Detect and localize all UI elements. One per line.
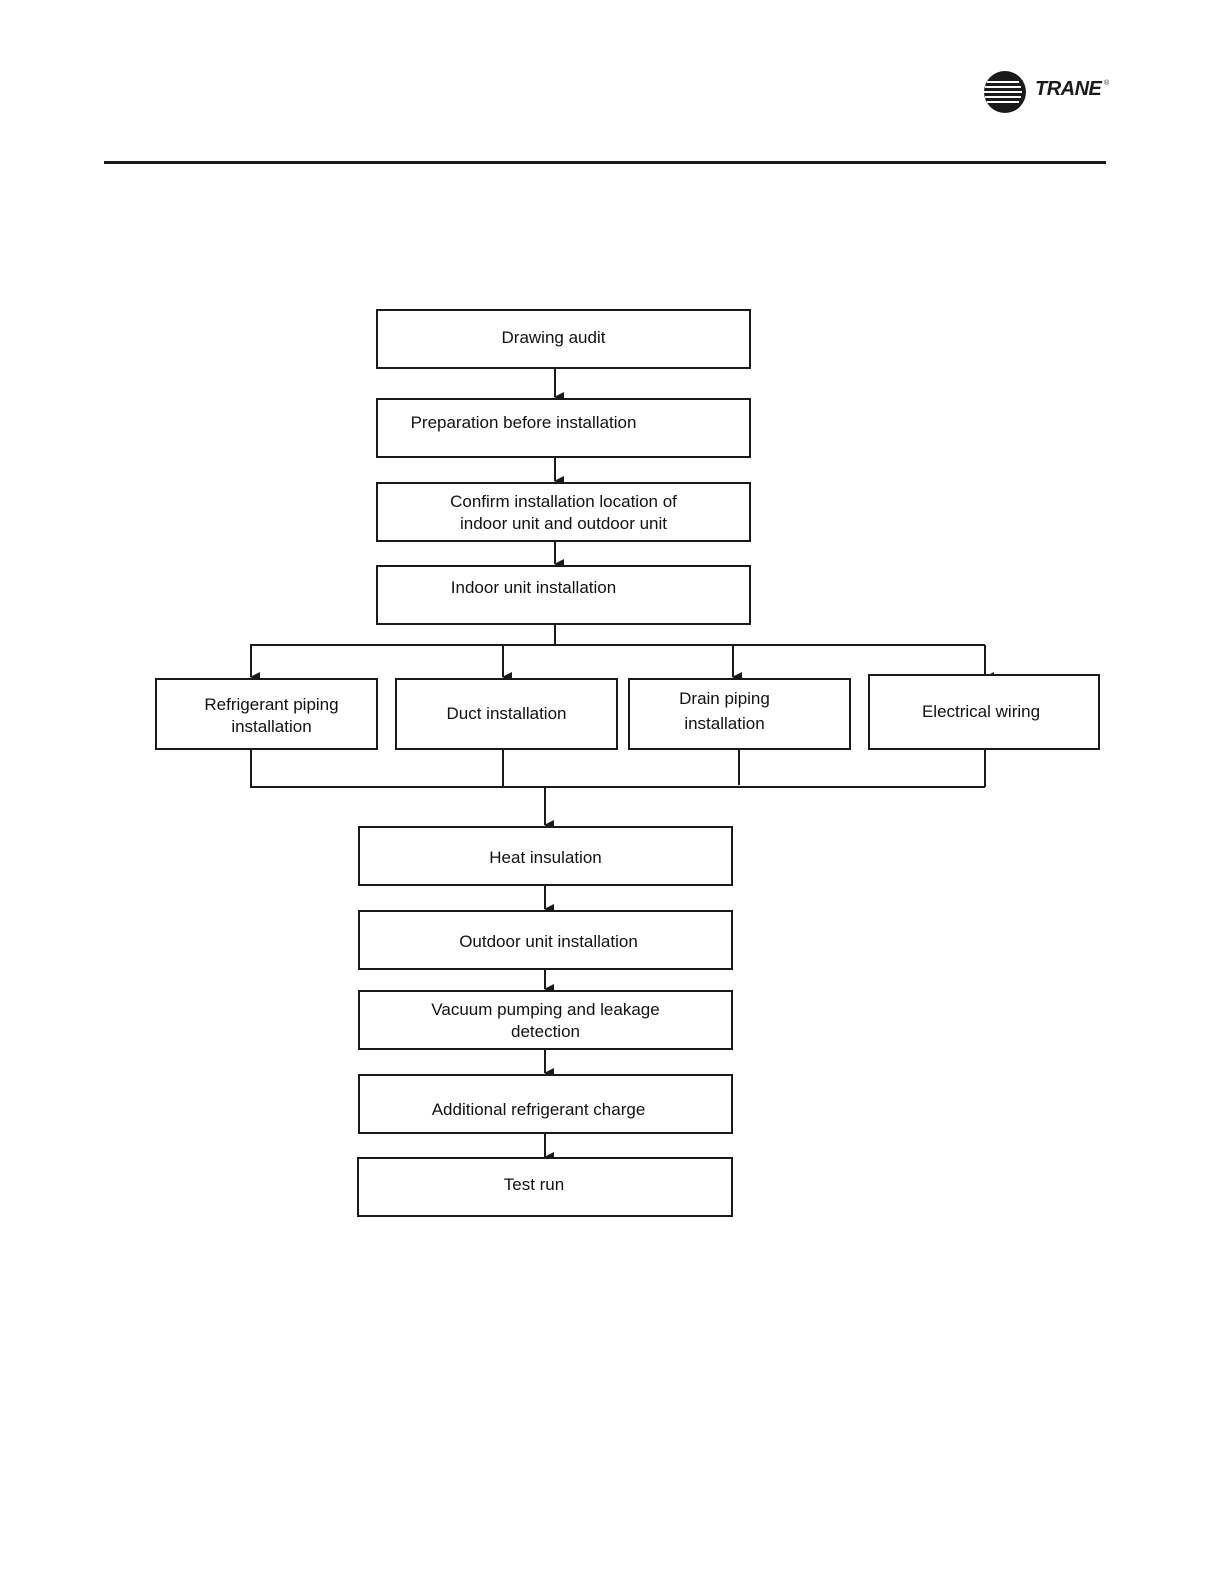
step-indoor-unit: Indoor unit installation: [376, 565, 751, 625]
step-label-line1: Vacuum pumping and leakage: [431, 1000, 660, 1019]
step-label-line1: Confirm installation location of: [450, 492, 677, 511]
step-outdoor-unit: Outdoor unit installation: [358, 910, 733, 970]
step-label: Preparation before installation: [410, 413, 637, 432]
trane-logo: TRANE ®: [983, 70, 1113, 114]
registered-mark: ®: [1104, 80, 1110, 87]
brand-name: TRANE: [1035, 78, 1102, 100]
step-label: Outdoor unit installation: [459, 932, 638, 951]
step-vacuum-pumping: Vacuum pumping and leakage detection: [358, 990, 733, 1050]
step-label: Duct installation: [446, 704, 567, 723]
step-duct: Duct installation: [395, 678, 618, 750]
step-label: Indoor unit installation: [450, 578, 617, 597]
step-label: Heat insulation: [489, 848, 602, 867]
step-refrigerant-piping: Refrigerant piping installation: [155, 678, 378, 750]
step-label-line1: Refrigerant piping: [204, 695, 339, 714]
step-label-line2: detection: [511, 1022, 580, 1041]
step-label: Additional refrigerant charge: [431, 1100, 646, 1119]
step-electrical-wiring: Electrical wiring: [868, 674, 1100, 750]
step-drawing-audit: Drawing audit: [376, 309, 751, 369]
step-additional-charge: Additional refrigerant charge: [358, 1074, 733, 1134]
step-drain-piping: Drain piping installation: [628, 678, 851, 750]
step-label: Electrical wiring: [921, 702, 1041, 721]
step-label-line2: installation: [684, 714, 765, 733]
step-test-run: Test run: [357, 1157, 733, 1217]
step-label: Test run: [503, 1175, 565, 1194]
step-heat-insulation: Heat insulation: [358, 826, 733, 886]
step-label-line1: Drain piping: [679, 689, 770, 708]
step-label-line2: indoor unit and outdoor unit: [460, 514, 667, 533]
step-label: Drawing audit: [501, 328, 606, 347]
step-label-line2: installation: [231, 717, 312, 736]
step-confirm-location: Confirm installation location of indoor …: [376, 482, 751, 542]
step-preparation: Preparation before installation: [376, 398, 751, 458]
trane-logo-icon: [984, 71, 1026, 113]
header-rule: [104, 161, 1106, 164]
